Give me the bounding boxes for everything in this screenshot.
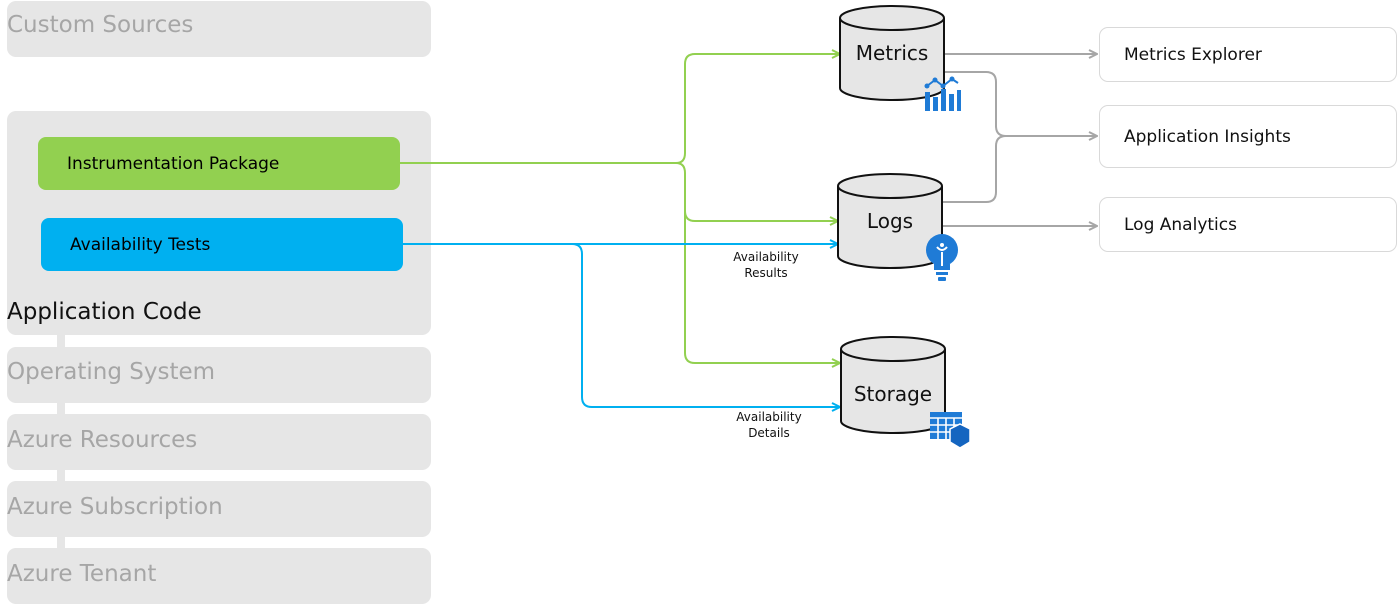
metrics-chart-icon	[924, 76, 961, 111]
metrics-explorer-box: Metrics Explorer	[1099, 27, 1397, 82]
availability-tests-label: Availability Tests	[70, 234, 211, 255]
instrumentation-wires	[400, 54, 840, 363]
tier-custom-sources	[7, 1, 431, 57]
availability-tests-box: Availability Tests	[41, 218, 403, 271]
tier-label-azure-subscription: Azure Subscription	[7, 494, 223, 520]
storage-store	[840, 336, 946, 434]
metrics-store	[839, 5, 945, 101]
tier-label-operating-system: Operating System	[7, 359, 216, 385]
tier-label-application-code: Application Code	[7, 299, 202, 325]
tier-azure-tenant	[7, 548, 431, 604]
application-insights-box: Application Insights	[1099, 105, 1397, 168]
tier-azure-subscription	[7, 481, 431, 537]
tier-label-azure-tenant: Azure Tenant	[7, 561, 157, 587]
availability-wires	[403, 244, 840, 407]
instrumentation-package-label: Instrumentation Package	[67, 153, 280, 174]
output-wires	[942, 54, 1097, 226]
tier-label-azure-resources: Azure Resources	[7, 427, 198, 453]
lightbulb-icon	[926, 234, 958, 281]
availability-details-label: Availability Details	[736, 410, 802, 440]
storage-label: Storage	[853, 382, 933, 406]
tier-operating-system	[7, 347, 431, 403]
metrics-explorer-label: Metrics Explorer	[1124, 44, 1262, 65]
application-insights-label: Application Insights	[1124, 126, 1291, 147]
storage-table-icon	[930, 412, 971, 449]
logs-label: Logs	[866, 209, 914, 233]
instrumentation-package-box: Instrumentation Package	[38, 137, 400, 190]
log-analytics-box: Log Analytics	[1099, 197, 1397, 252]
logs-store	[837, 173, 943, 269]
tier-azure-resources	[7, 414, 431, 470]
tier-label-custom-sources: Custom Sources	[7, 12, 194, 38]
availability-results-label: Availability Results	[733, 250, 799, 280]
log-analytics-label: Log Analytics	[1124, 214, 1237, 235]
metrics-label: Metrics	[855, 41, 929, 65]
